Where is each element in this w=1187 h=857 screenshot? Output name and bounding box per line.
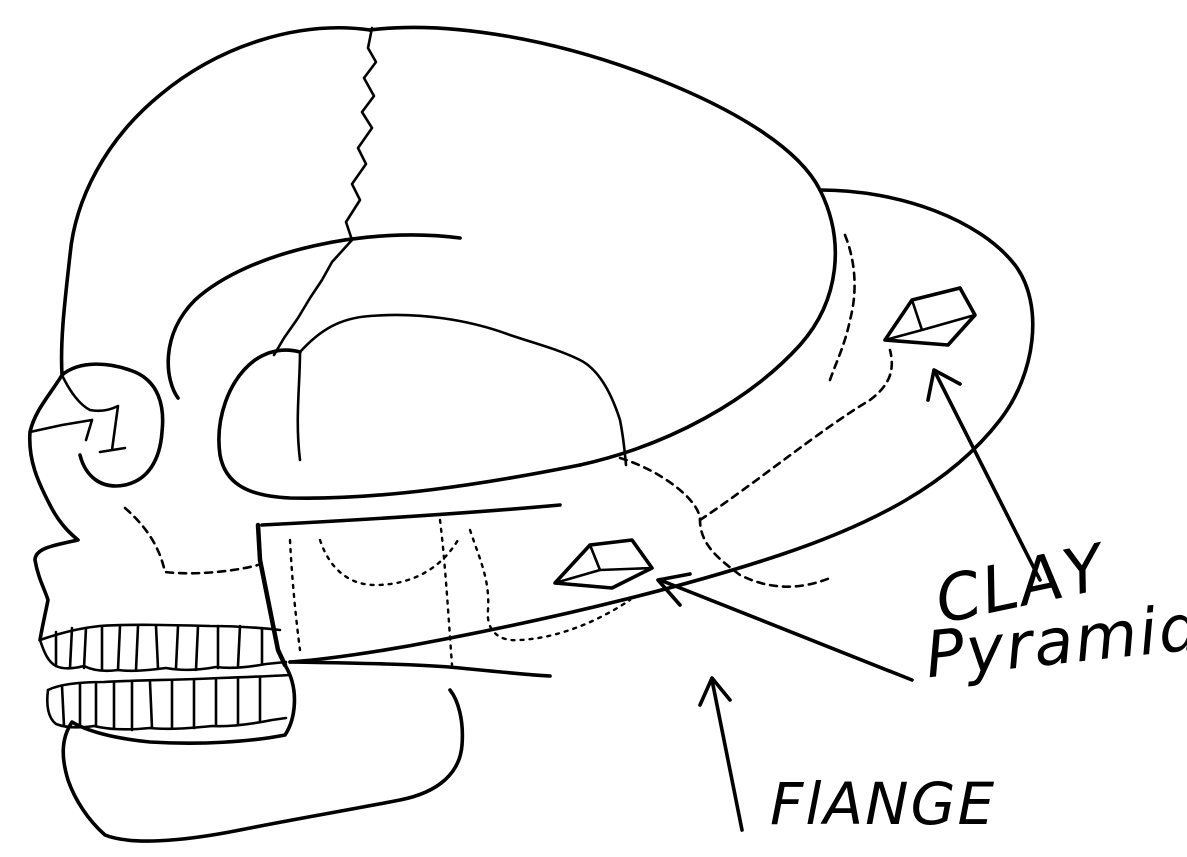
clay-pyramid-lower bbox=[555, 540, 652, 588]
arrow-to-flange bbox=[700, 678, 742, 830]
coronal-suture bbox=[274, 28, 376, 355]
flange-band-bottom bbox=[290, 662, 550, 676]
flange-upper-rim bbox=[580, 190, 835, 465]
cranium-top bbox=[370, 27, 820, 190]
lower-teeth bbox=[47, 675, 290, 730]
temporal-line bbox=[219, 350, 580, 498]
arrow-to-lower-pyramid bbox=[658, 574, 912, 680]
hidden-contour-3 bbox=[470, 530, 630, 640]
clay-pyramid-upper bbox=[885, 288, 975, 345]
orbit bbox=[62, 364, 163, 486]
hidden-contour-2 bbox=[320, 540, 458, 585]
upper-teeth bbox=[40, 625, 286, 671]
flange-outline bbox=[290, 190, 1033, 662]
nasal-bone bbox=[30, 375, 125, 452]
hidden-contour-5 bbox=[700, 350, 892, 520]
label-flange: FlANGE bbox=[770, 770, 996, 838]
hidden-contour-1 bbox=[125, 508, 258, 573]
hidden-contour-8 bbox=[290, 540, 300, 650]
mandible bbox=[63, 665, 462, 841]
hidden-contour-7 bbox=[440, 520, 452, 665]
flange-band-top bbox=[262, 505, 560, 525]
squamous-region bbox=[298, 315, 626, 465]
